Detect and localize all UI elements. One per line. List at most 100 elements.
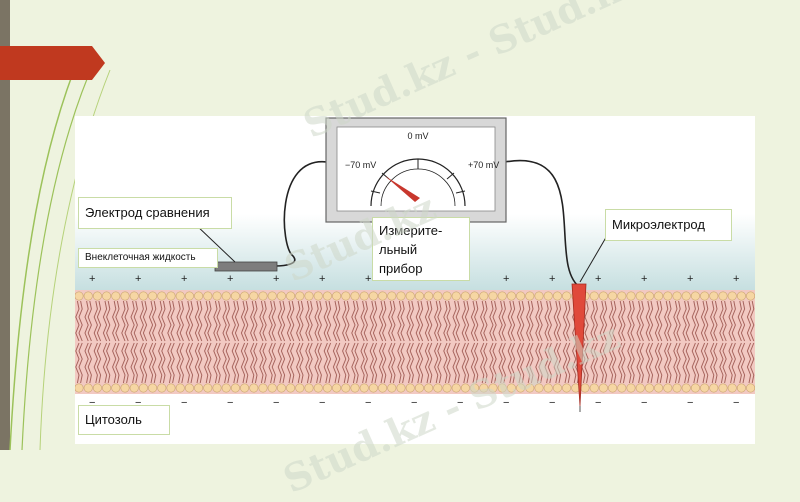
lipid-tail [676,300,681,342]
lipid-tail [360,342,365,384]
lipid-tail [691,342,696,384]
lipid-tail [176,300,181,342]
lipid-head [424,291,434,301]
lipid-tail [296,300,301,342]
lipid-tail [452,342,457,384]
lipid-tail [572,342,577,384]
lipid-head [129,291,139,301]
lipid-tail [336,300,341,342]
negative-charge: − [319,397,325,409]
lipid-tail [280,342,286,384]
lipid-head [341,383,351,393]
lipid-tail [667,342,672,384]
lipid-tail [658,342,663,384]
lipid-head [184,383,194,393]
lipid-tail [737,342,742,384]
lipid-tail [704,300,709,342]
lipid-tail [231,300,236,342]
lipid-head [276,383,286,393]
lipid-bilayer [75,290,755,394]
lipid-tail [636,342,641,384]
lipid-head [332,383,342,393]
lipid-tail [498,300,503,342]
lipid-tail [179,342,184,384]
lipid-tail [529,300,534,342]
lipid-head [304,383,314,393]
lipid-tail [474,342,479,384]
lipid-tail [198,342,203,384]
lipid-head [387,291,397,301]
lipid-head [442,383,452,393]
lipid-head [700,291,710,301]
lipid-tail [262,300,267,342]
lipid-tail [593,300,598,342]
lipid-tail [351,342,356,384]
lipid-head [644,291,654,301]
lipid-head [525,383,535,393]
lipid-tail [737,300,742,342]
lipid-tail [489,342,494,384]
lipid-tail [722,300,727,342]
lipid-tail [342,342,347,384]
lipid-head [709,383,719,393]
lipid-head [249,383,259,393]
lipid-head [313,383,323,393]
lipid-tail [418,342,424,384]
lipid-tail [112,300,117,342]
lipid-tail [106,342,111,384]
lipid-tail [179,300,184,342]
lipid-head [350,383,360,393]
lipid-tail [685,300,690,342]
lipid-head [322,291,332,301]
lipid-head [120,383,130,393]
lipid-tail [516,342,522,384]
lipid-tail [262,342,267,384]
lipid-head [690,383,700,393]
lipid-tail [409,300,414,342]
lipid-tail [654,342,660,384]
lipid-tail [627,342,632,384]
lipid-head [148,291,158,301]
lipid-head [709,291,719,301]
lipid-tail [259,342,264,384]
lipid-tail [713,342,718,384]
lipid-tail [627,300,632,342]
lipid-tail [434,342,439,384]
lipid-tail [731,342,736,384]
positive-charge: + [733,273,739,285]
lipid-head [92,291,102,301]
lipid-tail [277,300,282,342]
lipid-tail [746,342,752,384]
lipid-head [525,291,535,301]
lipid-tail [685,342,690,384]
lipid-tail [130,300,135,342]
lipid-head [663,291,673,301]
lipid-tail [455,300,460,342]
lipid-tail [106,300,111,342]
lipid-tail [194,342,200,384]
lipid-tail [124,300,129,342]
lipid-head [295,291,305,301]
lipid-head [75,383,84,393]
lipid-head [212,291,222,301]
lipid-tail [526,342,531,384]
lipid-tail [750,342,755,384]
lipid-head [258,291,268,301]
lipid-tail [590,300,595,342]
lipid-tail [437,300,442,342]
lipid-tail [639,300,644,342]
lipid-head [414,291,424,301]
lipid-tails [75,300,755,384]
lipid-tail [188,342,194,384]
lipid-tail [489,300,494,342]
lipid-tail [152,342,157,384]
lipid-tail [501,342,506,384]
positive-charge: + [503,273,509,285]
lipid-tail [599,300,604,342]
lipid-head [286,383,296,393]
positive-charge: + [319,273,325,285]
lipid-tail [722,342,727,384]
lipid-tail [253,342,258,384]
lipid-head [654,291,664,301]
lipid-tail [250,300,255,342]
